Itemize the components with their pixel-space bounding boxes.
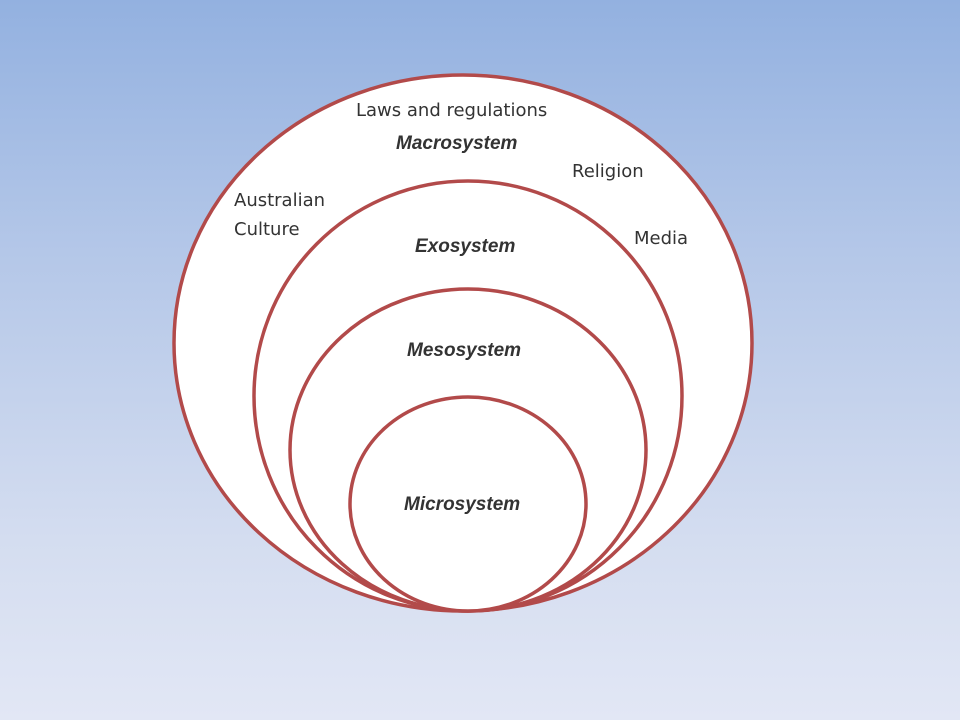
- mesosystem-label: Mesosystem: [407, 340, 521, 361]
- microsystem-ring: [348, 395, 588, 613]
- australian-culture-label-line1: Australian: [234, 190, 325, 211]
- australian-culture-label-line2: Culture: [234, 219, 300, 240]
- microsystem-label: Microsystem: [404, 494, 520, 515]
- religion-label: Religion: [572, 161, 644, 182]
- laws-and-regulations-label: Laws and regulations: [356, 100, 547, 121]
- media-label: Media: [634, 228, 688, 249]
- exosystem-label: Exosystem: [415, 236, 515, 257]
- macrosystem-label: Macrosystem: [396, 133, 518, 154]
